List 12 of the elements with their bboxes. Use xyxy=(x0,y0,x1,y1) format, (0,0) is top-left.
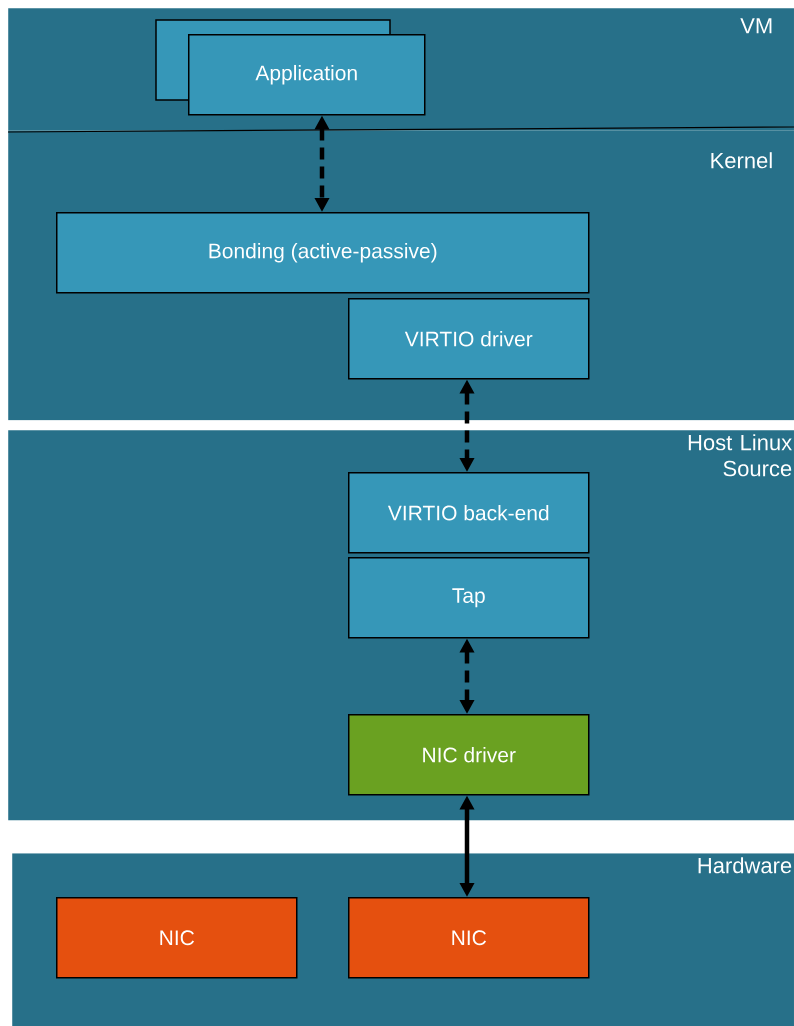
process-box: VIRTIO driver xyxy=(348,298,590,380)
layer-label: VM xyxy=(740,18,772,34)
layer-label: Hardware xyxy=(698,857,792,874)
process-box: Bonding (active-passive) xyxy=(56,212,590,294)
layer-label: Host Linux Source xyxy=(688,434,792,477)
process-box: VIRTIO back-end xyxy=(348,472,590,554)
process-box: NIC driver xyxy=(348,714,590,796)
process-box: NIC xyxy=(348,897,590,979)
layer-label: Kernel xyxy=(711,152,772,169)
stacked-box: Application xyxy=(155,19,426,116)
process-box: NIC xyxy=(56,897,298,979)
process-box: Tap xyxy=(348,557,590,639)
